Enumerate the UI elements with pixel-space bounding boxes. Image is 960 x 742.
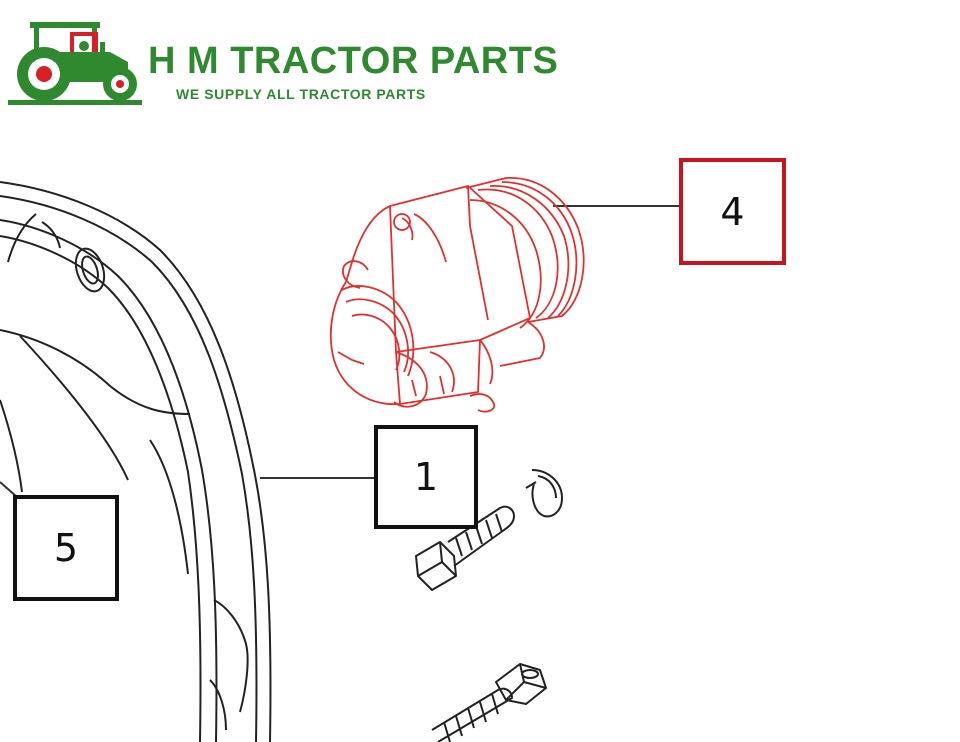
callout-4-label: 4	[720, 189, 745, 234]
bolt-lower	[431, 663, 547, 742]
highlighted-part-4	[329, 177, 585, 413]
washer	[525, 469, 564, 518]
callout-5: 5	[13, 495, 119, 601]
callout-5-label: 5	[53, 526, 79, 570]
tractor-logo	[8, 22, 142, 105]
bolt-upper	[415, 505, 515, 591]
callout-1-label: 1	[413, 455, 439, 499]
housing-outline	[0, 181, 272, 742]
brand-name: H M TRACTOR PARTS	[148, 40, 559, 82]
leader-lines	[0, 205, 682, 527]
callout-4: 4	[679, 158, 786, 265]
brand-tagline: WE SUPPLY ALL TRACTOR PARTS	[176, 86, 426, 102]
callout-1: 1	[374, 425, 478, 529]
